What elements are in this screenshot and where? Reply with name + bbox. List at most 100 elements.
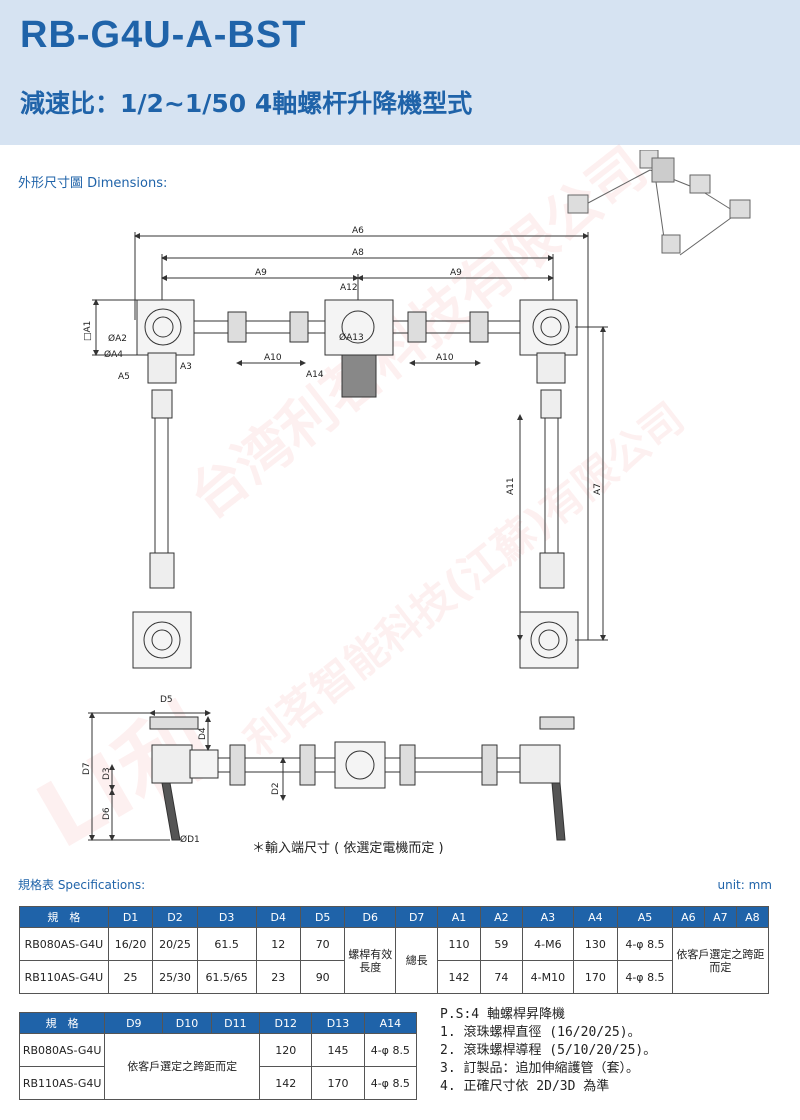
label-d3: D3: [102, 767, 112, 780]
col-d2: D2: [152, 906, 198, 928]
cell-d12: 142: [259, 1066, 313, 1100]
cell-d3: 61.5/65: [196, 960, 257, 994]
label-a10-right: A10: [436, 353, 454, 363]
col-d11: D11: [210, 1012, 261, 1034]
label-a7: A7: [593, 483, 603, 495]
col-a8: A8: [735, 906, 770, 928]
table-header-row: 規 格 D1 D2 D3 D4 D5 D6 D7 A1 A2 A3 A4 A5 …: [19, 906, 770, 928]
col-a7: A7: [703, 906, 737, 928]
cell-a14: 4-φ 8.5: [363, 1033, 418, 1067]
col-d6: D6: [344, 906, 397, 928]
label-a1: □A1: [83, 321, 93, 341]
cell-a3: 4-M10: [522, 960, 574, 994]
table-header-row: 規 格 D9 D10 D11 D12 D13 A14: [18, 1012, 418, 1034]
label-d7: D7: [82, 762, 92, 775]
unit-label: unit: mm: [717, 878, 773, 892]
col-d5: D5: [299, 906, 346, 928]
label-a10-left: A10: [264, 353, 282, 363]
label-a3: A3: [180, 362, 192, 372]
cell-d2: 25/30: [152, 960, 198, 994]
input-note: ＊輸入端尺寸 ( 依選定電機而定 ): [252, 841, 444, 856]
cell-a678-merged: 依客戶選定之跨距而定: [671, 927, 770, 994]
cell-d7-merged: 總長: [395, 927, 439, 994]
cell-a3: 4-M6: [522, 927, 574, 961]
col-a14: A14: [363, 1012, 418, 1034]
header-banner: RB-G4U-A-BST 減速比：1/2~1/50 4軸螺杆升降機型式: [0, 0, 800, 145]
cell-model: RB110AS-G4U: [18, 1066, 106, 1100]
label-a6: A6: [352, 226, 364, 236]
product-subtitle: 減速比：1/2~1/50 4軸螺杆升降機型式: [20, 89, 473, 118]
table-row: RB110AS-G4U 25 25/30 61.5/65 23 90 142 7…: [19, 960, 769, 994]
col-a3: A3: [522, 906, 574, 928]
cell-a4: 130: [572, 927, 619, 961]
cell-d4: 12: [255, 927, 301, 961]
col-model: 規 格: [18, 1012, 106, 1034]
cell-a2: 74: [479, 960, 524, 994]
note-item: 1. 滾珠螺桿直徑 (16/20/25)。: [440, 1025, 641, 1040]
col-d4: D4: [255, 906, 301, 928]
cell-a1: 110: [437, 927, 481, 961]
cell-a14: 4-φ 8.5: [363, 1066, 418, 1100]
table-row: RB110AS-G4U 142 170 4-φ 8.5: [18, 1066, 418, 1100]
col-d1: D1: [107, 906, 154, 928]
cell-a4: 170: [572, 960, 619, 994]
isometric-thumbnail: [567, 150, 751, 256]
label-d6: D6: [102, 807, 112, 820]
cell-d1: 25: [107, 960, 154, 994]
col-a1: A1: [437, 906, 481, 928]
dimensions-title: 外形尺寸圖 Dimensions:: [18, 176, 168, 191]
label-a11: A11: [506, 477, 516, 495]
note-item: 3. 訂製品：追加伸縮護管（套）。: [440, 1061, 639, 1076]
col-d13: D13: [311, 1012, 365, 1034]
col-d12: D12: [259, 1012, 313, 1034]
note-item: 4. 正確尺寸依 2D/3D 為準: [440, 1079, 610, 1094]
dimension-drawing: A6 A8 A9 A9 A12 □A1 ØA2 ØA4 A5 A3 ØA13 A…: [82, 150, 751, 845]
top-view: [92, 232, 608, 669]
cell-d3: 61.5: [196, 927, 257, 961]
note-item: 2. 滾珠螺桿導程 (5/10/20/25)。: [440, 1043, 657, 1058]
label-a13: ØA13: [339, 332, 364, 343]
label-a8: A8: [352, 248, 364, 258]
col-d9: D9: [104, 1012, 164, 1034]
col-a2: A2: [479, 906, 524, 928]
col-d10: D10: [162, 1012, 212, 1034]
spec-table-2: 規 格 D9 D10 D11 D12 D13 A14 RB080AS-G4U 依…: [18, 1012, 418, 1100]
cell-d9-11-merged: 依客戶選定之跨距而定: [104, 1033, 261, 1100]
col-model: 規 格: [19, 906, 109, 928]
cell-a2: 59: [479, 927, 524, 961]
spec-title: 規格表 Specifications:: [18, 878, 146, 892]
model-title: RB-G4U-A-BST: [20, 14, 307, 56]
label-a14: A14: [306, 370, 324, 380]
col-a4: A4: [572, 906, 619, 928]
spec-table-1: 規 格 D1 D2 D3 D4 D5 D6 D7 A1 A2 A3 A4 A5 …: [19, 906, 770, 994]
cell-d13: 170: [311, 1066, 365, 1100]
cell-d5: 70: [299, 927, 346, 961]
label-a4: ØA4: [104, 349, 123, 360]
cell-d13: 145: [311, 1033, 365, 1067]
cell-d1: 16/20: [107, 927, 154, 961]
table-row: RB080AS-G4U 依客戶選定之跨距而定 120 145 4-φ 8.5: [18, 1033, 418, 1100]
cell-a5: 4-φ 8.5: [617, 927, 673, 961]
label-d4: D4: [198, 727, 208, 740]
label-d1: ØD1: [180, 834, 200, 845]
label-a5: A5: [118, 372, 130, 382]
cell-d2: 20/25: [152, 927, 198, 961]
cell-a1: 142: [437, 960, 481, 994]
cell-model: RB080AS-G4U: [19, 927, 109, 961]
cell-d6-merged: 螺桿有效長度: [344, 927, 397, 994]
notes-title: P.S:4 軸螺桿昇降機: [440, 1007, 565, 1022]
label-d2: D2: [271, 782, 281, 795]
cell-d12: 120: [259, 1033, 313, 1067]
cell-model: RB080AS-G4U: [18, 1033, 106, 1067]
col-d3: D3: [196, 906, 257, 928]
label-a2: ØA2: [108, 333, 127, 344]
side-view: [88, 710, 575, 841]
cell-d4: 23: [255, 960, 301, 994]
notes-block: P.S:4 軸螺桿昇降機 1. 滾珠螺桿直徑 (16/20/25)。 2. 滾珠…: [440, 1006, 656, 1096]
cell-a5: 4-φ 8.5: [617, 960, 673, 994]
col-a6: A6: [671, 906, 705, 928]
label-a9-right: A9: [450, 268, 462, 278]
table-row: RB080AS-G4U 16/20 20/25 61.5 12 70 螺桿有效長…: [19, 927, 770, 994]
label-a12: A12: [340, 283, 358, 293]
label-a9-left: A9: [255, 268, 267, 278]
